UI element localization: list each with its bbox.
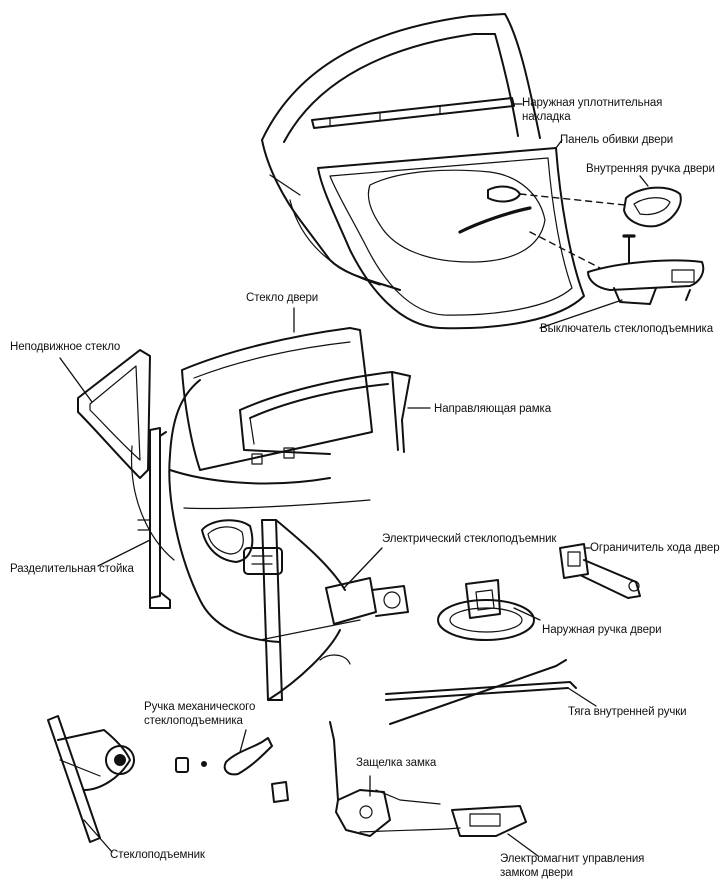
label-inner-handle: Внутренняя ручка двери	[586, 163, 715, 175]
outer-seal-strip	[311, 97, 515, 129]
label-outer-handle: Наружная ручка двери	[542, 624, 662, 636]
inner-handle-part	[623, 186, 682, 228]
label-outer-seal: Наружная уплотнительная накладка	[522, 97, 663, 123]
label-power-regulator: Электрический стеклоподъемник	[382, 533, 557, 545]
label-window-switch: Выключатель стеклоподъемника	[540, 323, 714, 335]
label-door-glass: Стекло двери	[246, 292, 319, 304]
division-bar	[137, 427, 171, 609]
manual-regulator	[47, 715, 135, 843]
label-lock-solenoid: Электромагнит управления замком двери	[500, 853, 645, 879]
label-lock-latch: Защелка замка	[356, 757, 437, 769]
power-regulator	[243, 519, 409, 701]
label-fixed-glass: Неподвижное стекло	[10, 341, 121, 353]
fixed-glass	[77, 349, 151, 479]
label-guide-frame: Направляющая рамка	[434, 403, 551, 415]
leader-lines	[59, 103, 649, 857]
door-checker	[559, 543, 641, 599]
label-manual-handle: Ручка механического стеклоподъемника	[144, 701, 256, 727]
label-door-trim-panel: Панель обивки двери	[560, 134, 674, 146]
label-division-bar: Разделительная стойка	[10, 563, 134, 575]
label-window-regulator: Стеклоподъемник	[110, 849, 205, 861]
window-switch-part	[587, 259, 705, 305]
door-shell	[130, 379, 371, 643]
door-trim-panel	[317, 147, 585, 330]
lock-assembly	[329, 721, 527, 837]
guide-frame	[239, 371, 411, 455]
door-glass	[181, 327, 373, 471]
outer-handle-part	[437, 579, 535, 641]
inner-handle-rod	[385, 659, 577, 725]
label-inner-handle-rod: Тяга внутренней ручки	[568, 706, 687, 718]
handle-parts	[175, 737, 289, 803]
label-door-checker: Ограничитель хода двери	[590, 542, 720, 554]
door-body-top	[261, 13, 541, 291]
screw	[622, 234, 636, 263]
